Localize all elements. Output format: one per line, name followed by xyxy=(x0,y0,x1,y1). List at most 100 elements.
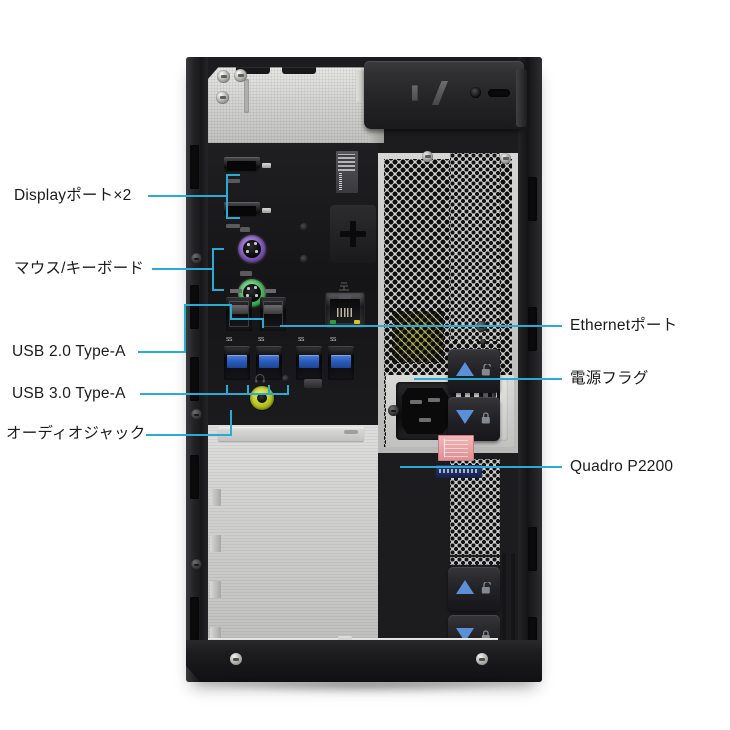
leader-ethernet xyxy=(280,325,562,327)
callout-label-quadro: Quadro P2200 xyxy=(570,458,674,475)
leader-usb20-vert xyxy=(184,304,186,352)
top-cover-panel xyxy=(364,61,524,129)
displayport-connector-1[interactable] xyxy=(224,157,260,174)
bezel-vent-slot xyxy=(190,285,199,329)
rj45-clip xyxy=(339,294,351,302)
bezel-vent-slot xyxy=(528,617,537,661)
callout-label-displayport: Displayポート×2 xyxy=(14,187,132,204)
chassis-pin xyxy=(480,339,486,345)
leader-usb30-t2 xyxy=(247,385,249,395)
unlock-icon xyxy=(481,364,492,376)
superspeed-icon: SS xyxy=(298,337,305,343)
bezel-vent-slot xyxy=(190,597,199,641)
workstation-chassis-rear: SS SS SS SS xyxy=(186,57,542,682)
leader-usb20-drop2 xyxy=(262,318,264,328)
usb-3-0-port-1[interactable] xyxy=(224,346,250,380)
cross-vent-icon xyxy=(340,221,366,247)
leader-ps2-top xyxy=(212,248,224,250)
rj45-pins xyxy=(337,308,353,317)
superspeed-icon: SS xyxy=(226,337,233,343)
leader-displayport-bottom xyxy=(226,217,240,219)
slot-clip xyxy=(210,489,221,506)
usb-tongue xyxy=(299,355,319,368)
chassis-foot-bar xyxy=(186,640,542,682)
usb-3-0-port-3[interactable] xyxy=(296,346,322,380)
slot-tab xyxy=(344,430,358,434)
leader-audio xyxy=(146,434,232,436)
bezel-vent-slot xyxy=(528,307,537,351)
dp-cavity xyxy=(227,206,256,216)
serial-label xyxy=(436,465,482,478)
rj45-cavity xyxy=(330,299,360,323)
usb-tongue xyxy=(230,305,248,314)
power-inlet-c14[interactable] xyxy=(396,382,454,440)
chassis-screw xyxy=(191,409,202,420)
leader-usb20-drop1 xyxy=(230,304,232,320)
arrow-down-icon xyxy=(456,410,474,424)
displayport-connector-2[interactable] xyxy=(224,202,260,219)
inlet-face xyxy=(402,388,448,434)
slot-clip xyxy=(210,627,221,644)
activity-led xyxy=(354,320,360,324)
io-standoff xyxy=(282,375,289,382)
warranty-sticker xyxy=(438,435,474,461)
arrow-up-icon xyxy=(456,580,474,594)
chassis-screw xyxy=(191,559,202,570)
usb-symbol-icon xyxy=(264,289,276,293)
pci-latch-unlock-lower[interactable] xyxy=(448,567,500,611)
dp-label-mark xyxy=(226,179,240,183)
usb-cavity xyxy=(229,301,249,327)
cover-release-tab[interactable] xyxy=(516,69,527,127)
ethernet-rj45-port[interactable] xyxy=(326,293,364,327)
superspeed-icon: SS xyxy=(330,337,337,343)
io-port-cluster: SS SS SS SS xyxy=(208,143,378,425)
audio-jack-port[interactable] xyxy=(250,386,274,410)
io-shield-plate xyxy=(208,67,378,143)
leader-usb20 xyxy=(138,351,186,353)
usb-symbol-icon xyxy=(230,289,242,293)
callout-label-usb30: USB 3.0 Type-A xyxy=(12,385,126,402)
leader-ps2-bottom xyxy=(212,289,224,291)
usb-tongue xyxy=(259,355,279,368)
padlock-loop-icon xyxy=(412,85,418,101)
headphone-icon xyxy=(255,374,265,383)
ps2-mouse-port[interactable] xyxy=(238,235,266,263)
psu-screw xyxy=(422,151,433,162)
bezel-vent-slot xyxy=(190,357,199,401)
dp-label-mark xyxy=(226,224,240,228)
usb-3-0-port-4[interactable] xyxy=(328,346,354,380)
unlock-icon xyxy=(481,582,492,594)
pci-latch-lock[interactable] xyxy=(448,397,500,441)
drop-shadow xyxy=(196,682,536,694)
io-tab xyxy=(304,379,322,388)
slot-clip xyxy=(210,581,221,598)
chassis-screw xyxy=(191,253,202,264)
leader-displayport-vert xyxy=(226,174,228,218)
expansion-slot-area xyxy=(208,425,378,674)
leader-ps2-vert xyxy=(212,248,214,290)
leader-usb30-t1 xyxy=(226,385,228,395)
network-icon xyxy=(339,282,349,291)
shield-notch xyxy=(236,67,270,74)
shield-tab xyxy=(244,79,249,113)
bezel-vent-slot xyxy=(190,455,199,499)
link-led xyxy=(330,320,336,324)
psu-screw xyxy=(500,153,511,164)
lock-icon xyxy=(481,412,490,424)
slot-cover-blank xyxy=(218,427,364,441)
mouse-icon xyxy=(240,227,250,232)
io-standoff xyxy=(300,223,308,231)
leader-power-plug xyxy=(414,378,562,380)
leader-usb20-bracket xyxy=(230,318,264,320)
chassis-screw xyxy=(234,69,247,82)
kensington-slot-icon xyxy=(488,89,510,97)
io-standoff xyxy=(300,255,308,263)
callout-label-usb20: USB 2.0 Type-A xyxy=(12,343,126,360)
dp-indicator xyxy=(262,208,271,213)
leader-displayport-top xyxy=(226,174,240,176)
leader-usb30-t3 xyxy=(268,385,270,395)
arrow-up-icon xyxy=(456,362,474,376)
leader-quadro xyxy=(400,466,562,468)
pci-latch-unlock[interactable] xyxy=(448,349,500,393)
